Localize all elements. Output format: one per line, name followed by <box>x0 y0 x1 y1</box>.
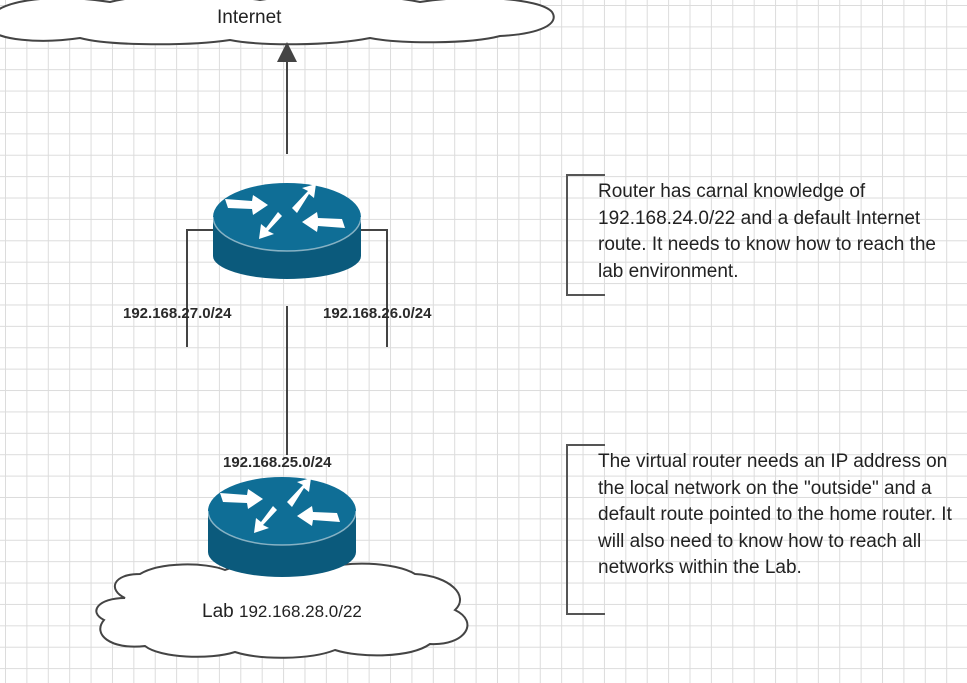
right-network-line <box>361 229 388 347</box>
note-bracket-top <box>566 174 605 296</box>
lab-cloud-label: Lab 192.168.28.0/22 <box>202 601 362 623</box>
right-network-label: 192.168.26.0/24 <box>323 305 432 322</box>
note-bracket-bottom <box>566 444 605 615</box>
left-network-line <box>186 229 214 347</box>
internet-cloud-label: Internet <box>217 7 282 28</box>
lab-cloud <box>95 561 469 659</box>
home-router-icon <box>212 183 362 279</box>
home-router-note: Router has carnal knowledge of 192.168.2… <box>598 181 936 282</box>
middle-network-label: 192.168.25.0/24 <box>223 454 332 471</box>
virtual-router-icon <box>207 477 357 577</box>
virtual-router-note: The virtual router needs an IP address o… <box>598 451 952 578</box>
lab-cloud-name: Lab <box>202 601 234 622</box>
lab-cloud-subnet: 192.168.28.0/22 <box>238 602 362 621</box>
left-network-label: 192.168.27.0/24 <box>123 305 232 322</box>
internet-cloud <box>0 0 555 46</box>
